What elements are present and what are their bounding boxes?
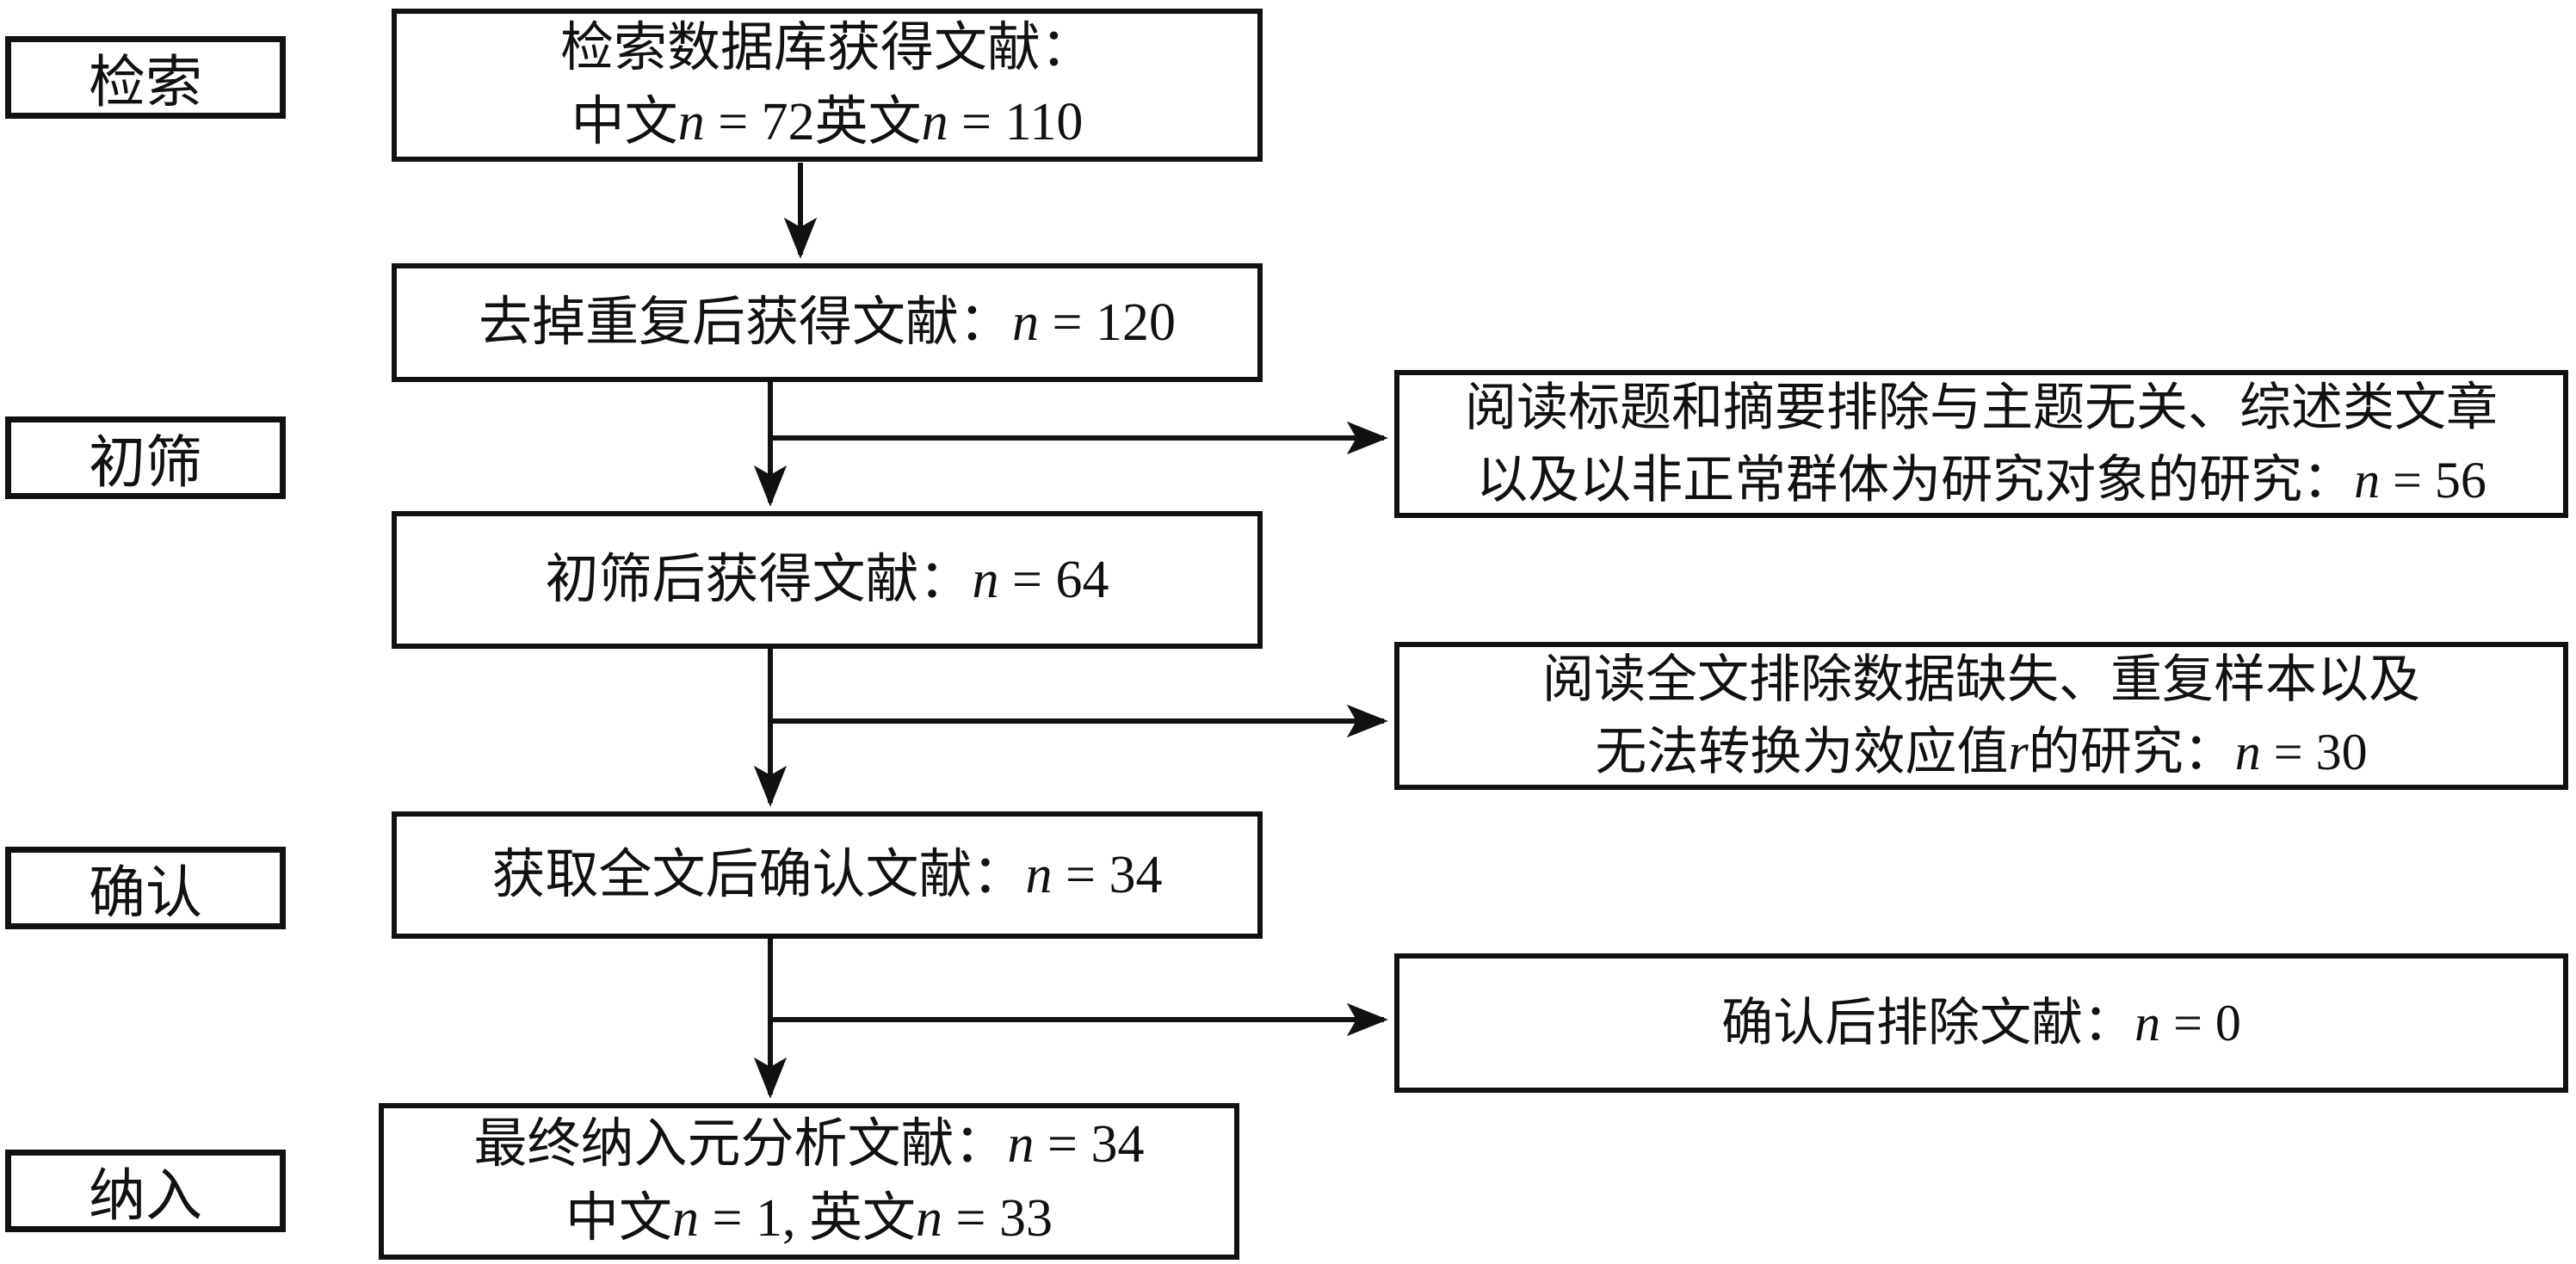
text-segment: = 120 (1039, 293, 1176, 352)
variable-n: n (1012, 293, 1040, 352)
variable-n: n (1025, 846, 1053, 904)
flow-box-fulltext-confirmed: 获取全文后确认文献：n = 34 (392, 811, 1263, 939)
text-segment: = 33 (942, 1189, 1053, 1248)
exclusion-box-title-abstract: 阅读标题和摘要排除与主题无关、综述类文章 以及以非正常群体为研究对象的研究：n … (1394, 370, 2568, 518)
box-text-line: 阅读标题和摘要排除与主题无关、综述类文章 (1465, 372, 2498, 444)
box-text-line: 阅读全文排除数据缺失、重复样本以及 (1542, 644, 2420, 716)
box-text-line: 中文n = 1, 英文n = 33 (565, 1181, 1053, 1255)
variable-n: n (1007, 1115, 1035, 1174)
variable-r: r (2008, 724, 2029, 780)
box-text-line: 确认后排除文献：n = 0 (1721, 987, 2241, 1059)
text-segment: = 1, 英文 (699, 1189, 916, 1248)
variable-n: n (972, 551, 999, 609)
flow-box-after-deduplication: 去掉重复后获得文献：n = 120 (392, 263, 1263, 382)
box-text-line: 去掉重复后获得文献：n = 120 (479, 286, 1176, 360)
text-segment: = 72英文 (704, 93, 922, 151)
text-segment: = 30 (2260, 724, 2368, 780)
text-segment: = 34 (1052, 846, 1163, 904)
text-segment: 初筛后获得文献： (545, 551, 973, 609)
variable-n: n (2234, 724, 2261, 780)
text-segment: 中文 (565, 1189, 673, 1248)
text-segment: 以及以非正常群体为研究对象的研究： (1476, 452, 2355, 509)
text-segment: 检索数据库获得文献： (559, 19, 1094, 77)
text-segment: 获取全文后确认文献： (491, 846, 1026, 904)
text-segment: = 110 (948, 93, 1084, 151)
flow-box-after-initial-screening: 初筛后获得文献：n = 64 (392, 511, 1263, 649)
text-segment: 中文 (571, 93, 678, 151)
stage-label-text: 检索 (89, 52, 202, 114)
variable-n: n (677, 93, 705, 151)
flow-box-final-included: 最终纳入元分析文献：n = 34 中文n = 1, 英文n = 33 (379, 1103, 1239, 1260)
text-segment: 无法转换为效应值 (1595, 724, 2009, 780)
stage-label-confirmation: 确认 (5, 847, 286, 929)
box-text-line: 最终纳入元分析文献：n = 34 (474, 1107, 1145, 1181)
text-segment: = 64 (998, 551, 1109, 609)
stage-label-search: 检索 (5, 36, 286, 119)
stage-label-text: 纳入 (89, 1165, 202, 1228)
text-segment: = 0 (2160, 995, 2241, 1051)
flow-box-database-search: 检索数据库获得文献： 中文n = 72英文n = 110 (392, 9, 1263, 162)
text-segment: = 34 (1034, 1115, 1145, 1174)
text-segment: 确认后排除文献： (1721, 995, 2135, 1051)
exclusion-box-fulltext: 阅读全文排除数据缺失、重复样本以及 无法转换为效应值r的研究：n = 30 (1394, 642, 2568, 790)
stage-label-text: 确认 (89, 862, 202, 925)
stage-label-text: 初筛 (89, 432, 202, 495)
box-text-line: 获取全文后确认文献：n = 34 (492, 838, 1163, 912)
box-text-line: 检索数据库获得文献： (560, 11, 1094, 85)
text-segment: 阅读全文排除数据缺失、重复样本以及 (1542, 651, 2420, 708)
variable-n: n (921, 93, 948, 151)
variable-n: n (916, 1189, 942, 1248)
exclusion-box-after-confirmation: 确认后排除文献：n = 0 (1394, 953, 2568, 1093)
box-text-line: 初筛后获得文献：n = 64 (546, 543, 1109, 617)
stage-label-inclusion: 纳入 (5, 1150, 286, 1232)
text-segment: 最终纳入元分析文献： (473, 1115, 1008, 1174)
variable-n: n (2134, 995, 2161, 1051)
stage-label-initial-screening: 初筛 (5, 416, 286, 499)
box-text-line: 中文n = 72英文n = 110 (571, 85, 1084, 159)
box-text-line: 以及以非正常群体为研究对象的研究：n = 56 (1476, 444, 2486, 516)
text-segment: = 56 (2380, 452, 2486, 509)
box-text-line: 无法转换为效应值r的研究：n = 30 (1595, 716, 2367, 788)
text-segment: 去掉重复后获得文献： (479, 293, 1013, 352)
text-segment: 的研究： (2028, 724, 2235, 780)
variable-n: n (672, 1189, 700, 1248)
variable-n: n (2354, 452, 2381, 509)
text-segment: 阅读标题和摘要排除与主题无关、综述类文章 (1465, 379, 2498, 436)
